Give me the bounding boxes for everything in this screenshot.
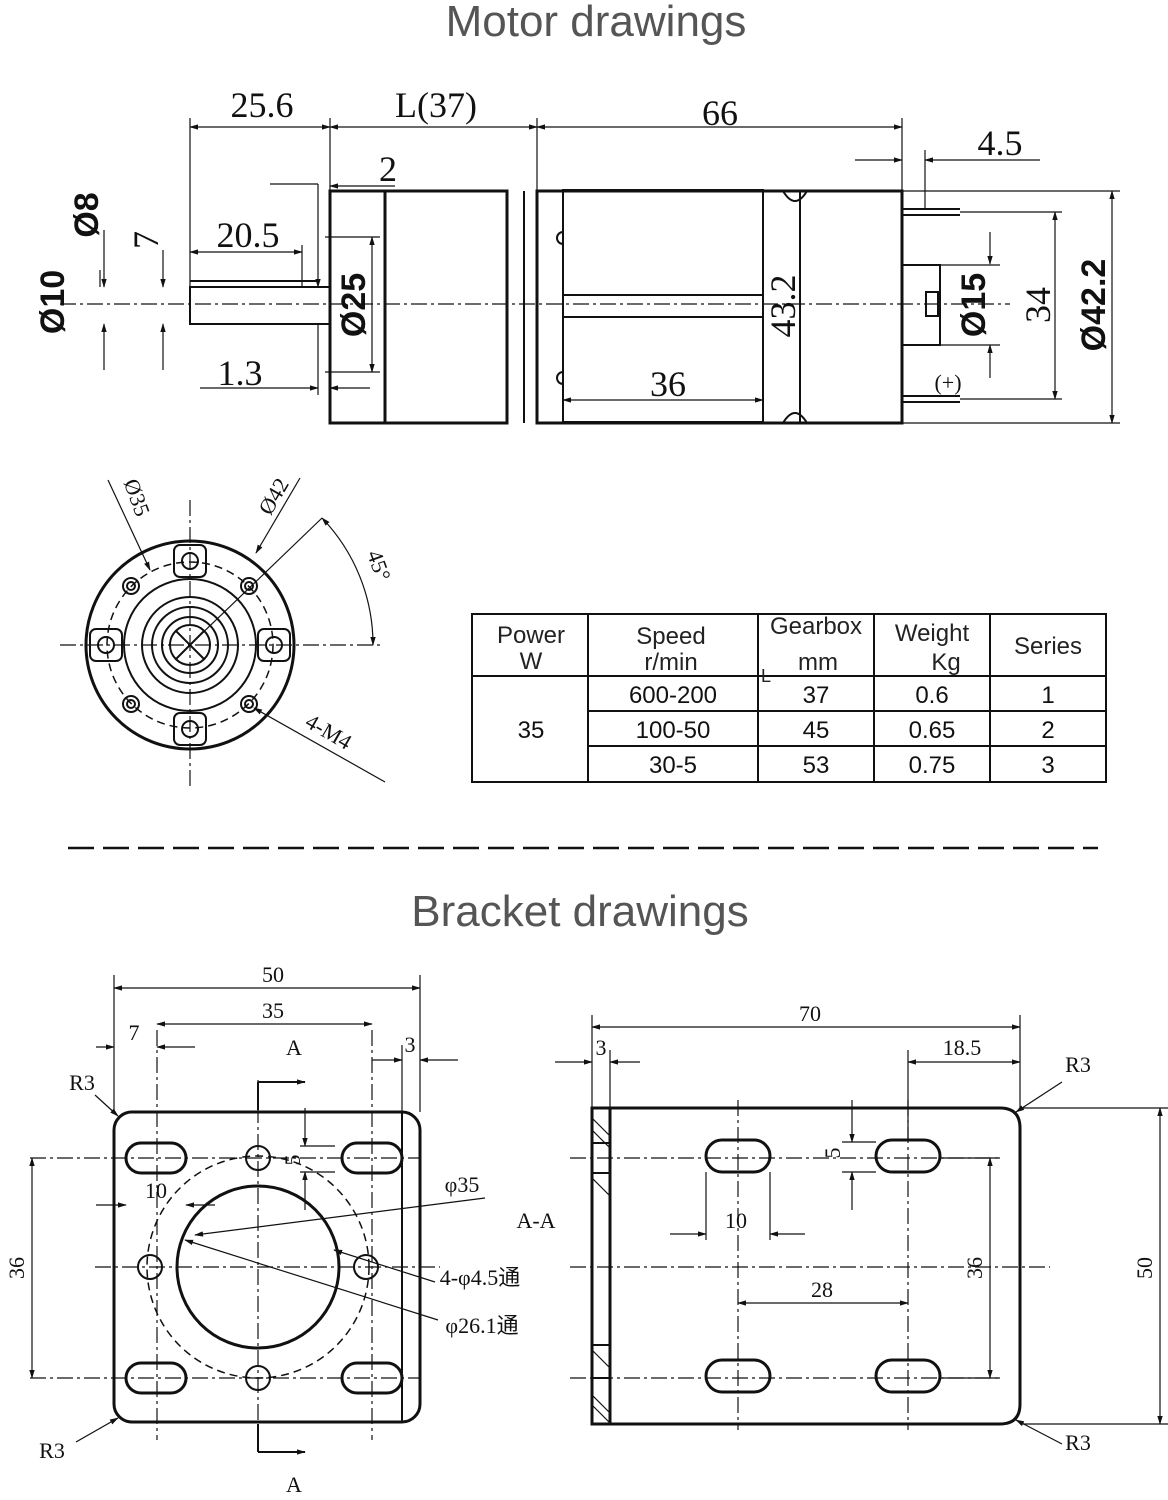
header-power: Power (497, 622, 565, 649)
cell-power: 35 (518, 717, 545, 744)
dim-2: 2 (379, 149, 397, 189)
section-A-top: A (286, 1035, 302, 1060)
dim-5-front: 5 (280, 1155, 305, 1166)
dim-7-front: 7 (129, 1020, 140, 1045)
cell-speed-1: 600-200 (629, 682, 717, 709)
dim-36-side: 36 (962, 1257, 987, 1279)
dim-34: 34 (1018, 287, 1058, 323)
dim-50-front: 50 (262, 962, 284, 987)
spec-table: Power W Speed r/min Gearbox L mm Weight … (471, 613, 1107, 783)
dim-35-front: 35 (262, 998, 284, 1023)
cell-gearbox-3: 53 (803, 752, 830, 779)
dim-10-front: 10 (145, 1178, 167, 1203)
dim-18-5: 18.5 (943, 1035, 982, 1060)
header-speed: Speed (636, 623, 705, 650)
dim-phi35-front: Ø35 (119, 475, 155, 519)
header-gearbox-unit: mm (798, 649, 838, 676)
cell-weight-2: 0.65 (909, 717, 956, 744)
motor-drawings-title: Motor drawings (446, 0, 747, 46)
motor-front-view: Ø35 Ø42 45° 4-M4 (60, 474, 396, 790)
dim-25-6: 25.6 (231, 85, 294, 125)
cell-gearbox-1: 37 (803, 682, 830, 709)
header-gearbox: Gearbox (770, 613, 862, 640)
motor-side-view: 25.6 L(37) 66 4.5 2 Ø8 7 20.5 Ø10 Ø25 (34, 85, 1120, 425)
bracket-section-view: A-A 70 3 (516, 1001, 1168, 1455)
cell-series-3: 3 (1041, 752, 1054, 779)
dim-5-side: 5 (820, 1148, 845, 1159)
bracket-front-view: A A 50 35 7 3 R3 5 10 φ35 (4, 962, 520, 1497)
dim-4-phi4-5: 4-φ4.5通 (440, 1265, 521, 1290)
dim-phi42-front: Ø42 (253, 474, 294, 519)
header-series: Series (1014, 633, 1082, 660)
header-gearbox-L: L (761, 666, 771, 686)
cell-speed-3: 30-5 (649, 752, 697, 779)
dim-50-side: 50 (1132, 1257, 1157, 1279)
dim-phi8: Ø8 (68, 192, 106, 237)
bracket-drawings-title: Bracket drawings (411, 887, 748, 936)
header-power-unit: W (520, 648, 543, 675)
dim-43-2: 43.2 (763, 275, 803, 338)
dim-phi26-1: φ26.1通 (445, 1313, 518, 1338)
dim-R3-front-bottom: R3 (39, 1438, 65, 1463)
dim-phi42-2: Ø42.2 (1075, 259, 1113, 352)
cell-speed-2: 100-50 (636, 717, 711, 744)
dim-45-deg: 45° (362, 547, 396, 585)
plus-terminal-label: (+) (934, 370, 961, 395)
dim-66: 66 (702, 93, 738, 133)
cell-series-1: 1 (1041, 682, 1054, 709)
dim-20-5: 20.5 (217, 215, 280, 255)
dim-R3-side-top: R3 (1065, 1052, 1091, 1077)
dim-phi10: Ø10 (34, 270, 72, 334)
mounting-holes (89, 544, 291, 746)
cell-series-2: 2 (1041, 717, 1054, 744)
dim-1-3: 1.3 (218, 353, 263, 393)
header-speed-unit: r/min (644, 649, 697, 676)
dim-36-front: 36 (4, 1257, 29, 1279)
cell-weight-3: 0.75 (909, 752, 956, 779)
section-A-bottom: A (286, 1472, 302, 1497)
dim-3-front: 3 (405, 1032, 416, 1057)
cell-gearbox-2: 45 (803, 717, 830, 744)
dim-3-side: 3 (596, 1035, 607, 1060)
dim-70: 70 (799, 1001, 821, 1026)
dim-R3-side-bottom: R3 (1065, 1430, 1091, 1455)
dim-R3-front-top: R3 (69, 1070, 95, 1095)
dim-28: 28 (811, 1277, 833, 1302)
dim-4-M4: 4-M4 (301, 708, 356, 754)
dim-phi15: Ø15 (955, 273, 993, 337)
dim-7: 7 (126, 231, 166, 249)
header-weight: Weight (895, 620, 970, 647)
header-weight-unit: Kg (931, 649, 960, 676)
dim-L37: L(37) (395, 85, 477, 125)
dim-36: 36 (650, 364, 686, 404)
dim-phi25: Ø25 (335, 273, 373, 337)
cell-weight-1: 0.6 (915, 682, 948, 709)
dim-10-side: 10 (725, 1208, 747, 1233)
dim-phi35-bracket: φ35 (445, 1172, 480, 1197)
dim-4-5: 4.5 (978, 123, 1023, 163)
section-AA-label: A-A (516, 1208, 555, 1233)
